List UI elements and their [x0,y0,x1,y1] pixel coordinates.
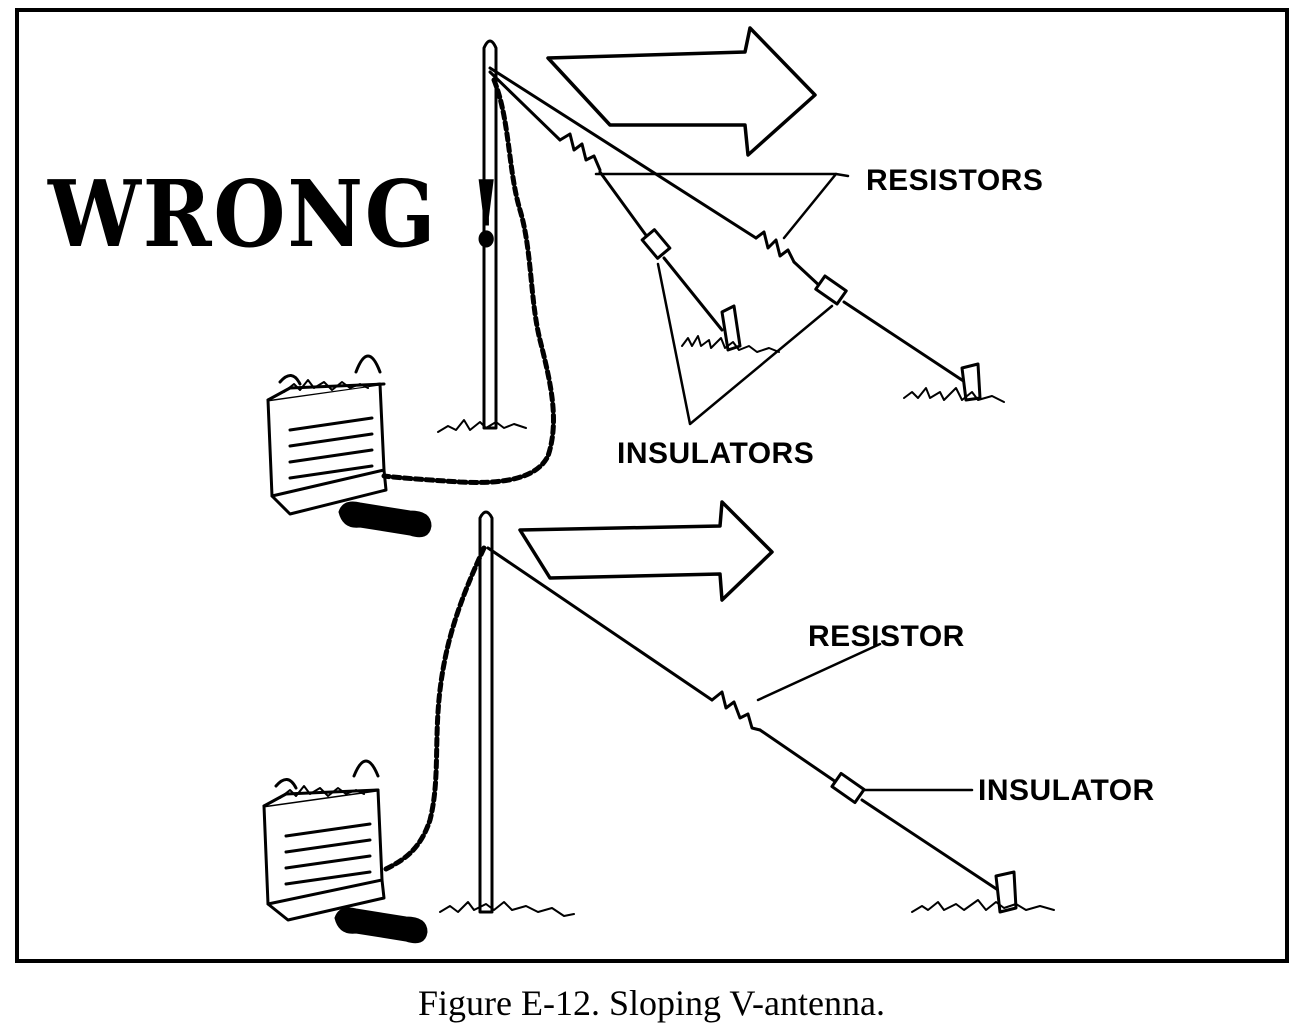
bottom-coax-cable [381,545,487,873]
bottom-direction-arrow [518,500,774,602]
wrong-label: WRONG ! [48,160,507,268]
top-stake-far [960,362,982,402]
top-resistors-callout [594,172,838,240]
resistor-label: RESISTOR [808,620,965,653]
bottom-radio-set [262,759,386,922]
top-insulator-long [814,274,848,306]
top-wire-short [488,70,562,142]
top-coax-cable [381,77,556,485]
figure-caption: Figure E-12. Sloping V-antenna. [418,983,885,1023]
top-resistor-long [754,230,796,264]
top-wire-long [488,66,758,240]
bottom-mast [478,510,494,914]
top-radio-set [266,354,388,516]
top-direction-arrow [546,26,817,157]
bottom-wire [486,546,714,702]
top-stake-near [720,304,742,352]
top-insulator-short [640,228,672,260]
bottom-resistor [710,690,762,732]
resistors-label: RESISTORS [866,164,1044,197]
top-handset [338,501,432,538]
top-insulators-callout [656,262,834,426]
insulators-label: INSULATORS [617,437,815,470]
figure-frame [15,8,1289,963]
bottom-handset [334,907,428,944]
top-resistor-short [558,132,602,172]
bottom-insulator [830,771,866,805]
bottom-resistor-callout [756,642,882,702]
top-mast [482,39,498,430]
bottom-stake [994,870,1018,914]
insulator-label: INSULATOR [978,774,1155,807]
